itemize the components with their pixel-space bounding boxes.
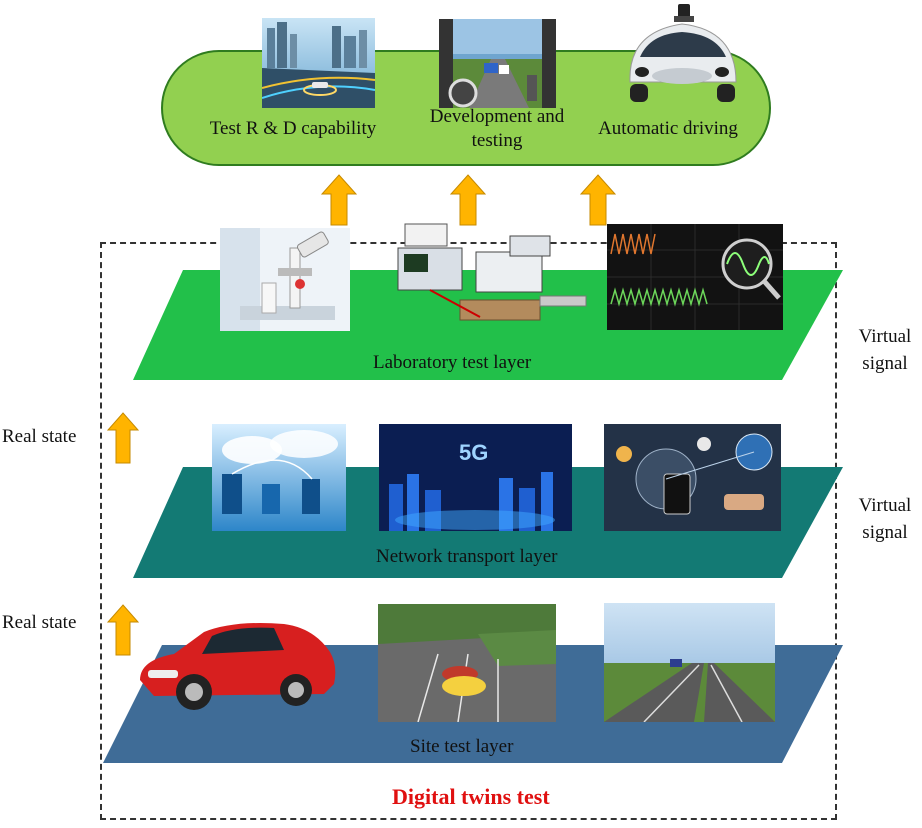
- capsule-label-test-rd: Test R & D capability: [209, 118, 377, 139]
- social-media-image: [604, 424, 781, 531]
- network-layer-label: Network transport layer: [376, 546, 558, 567]
- highway-sim-image: [604, 603, 775, 722]
- up-arrow-icon: [107, 604, 139, 656]
- capsule-label-automatic-driving: Automatic driving: [598, 118, 738, 139]
- virtual-signal-label-lower: Virtual signal: [858, 495, 912, 543]
- up-arrow-icon: [321, 174, 357, 226]
- real-state-label-upper: Real state: [2, 426, 77, 447]
- virtual-signal-label-upper: Virtual signal: [858, 326, 912, 374]
- capsule-label-development-testing: Development and testing: [429, 106, 565, 151]
- up-arrow-icon: [107, 412, 139, 464]
- cloud-network-image: [212, 424, 346, 531]
- laboratory-layer-label: Laboratory test layer: [373, 352, 532, 373]
- self-driving-car-image: [620, 2, 745, 108]
- up-arrow-icon: [580, 174, 616, 226]
- digital-twin-boundary: [100, 242, 837, 820]
- lab-instruments-image: [390, 222, 602, 334]
- 5g-city-image: 5G: [379, 424, 572, 531]
- svg-text:5G: 5G: [459, 440, 488, 465]
- site-layer-label: Site test layer: [410, 736, 514, 757]
- up-arrow-icon: [450, 174, 486, 226]
- red-car-image: [134, 610, 340, 714]
- real-state-label-lower: Real state: [2, 612, 77, 633]
- smart-road-image: [262, 18, 375, 108]
- diagram-title: Digital twins test: [392, 784, 550, 809]
- oscilloscope-signal-image: [607, 224, 783, 330]
- parking-lot-sim-image: [378, 604, 556, 722]
- microscope-image: [220, 228, 350, 331]
- driving-simulator-image: [439, 19, 556, 108]
